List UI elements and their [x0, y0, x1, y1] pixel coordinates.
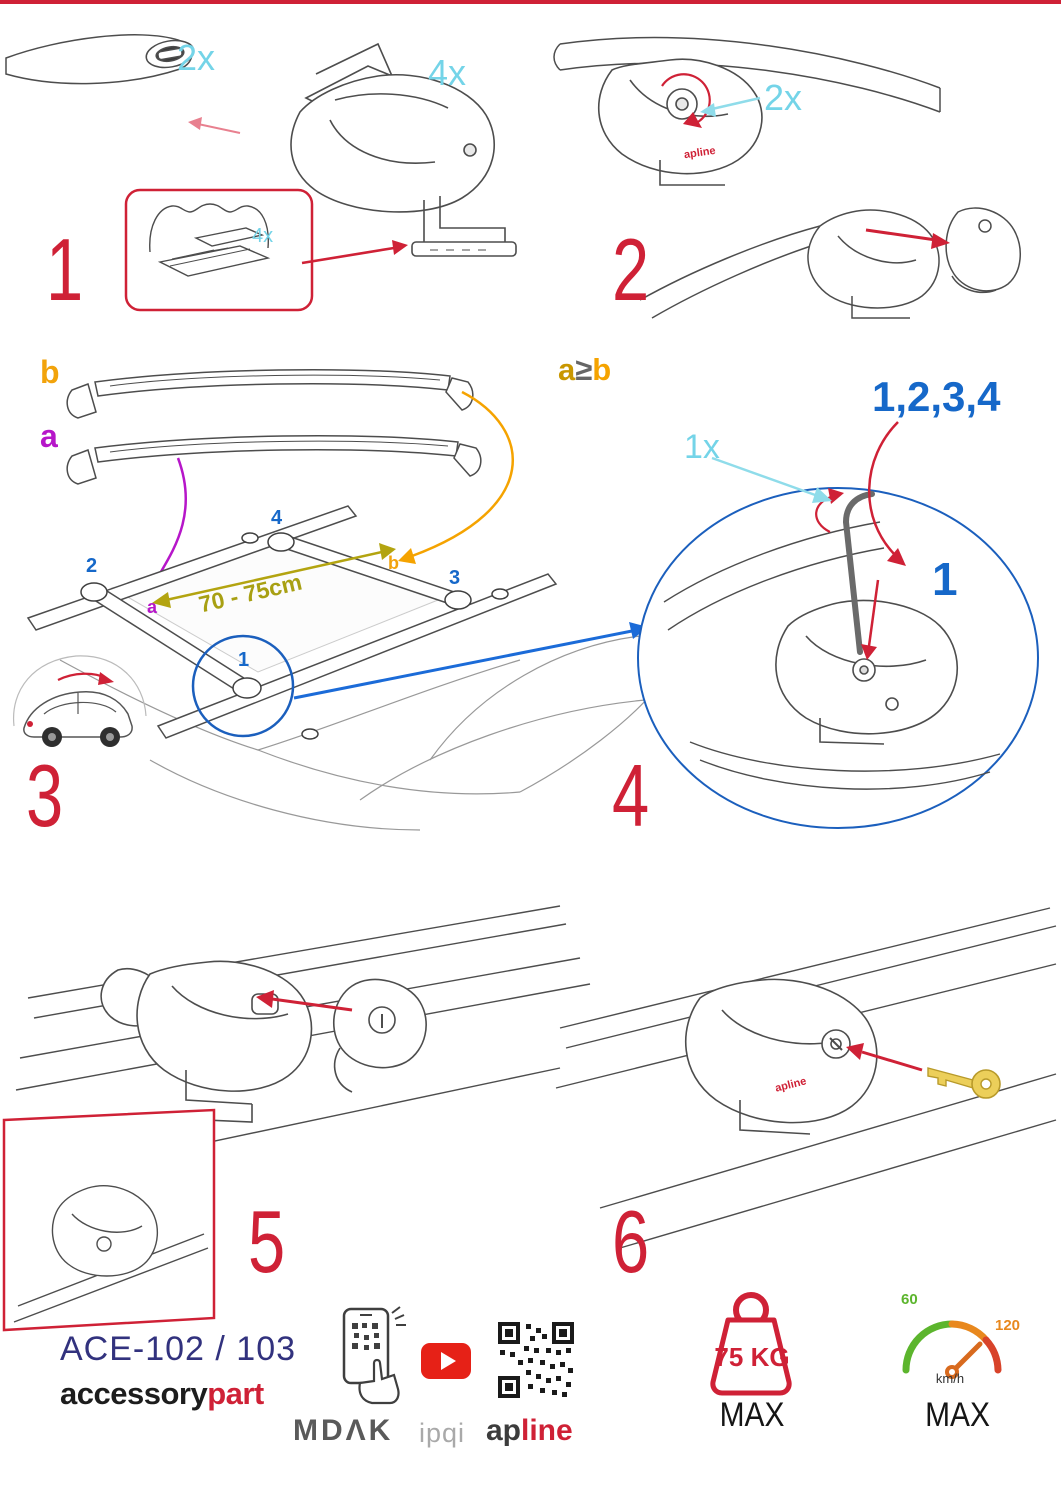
tighten-arrow: [861, 579, 880, 660]
brand-logo: accessorypart: [60, 1378, 264, 1409]
brand-name: accessory: [60, 1376, 208, 1411]
position-label-2: 2: [86, 555, 98, 577]
foot-assembly-drawing: [290, 42, 517, 257]
step5-inset-box: [2, 1108, 216, 1332]
bar-b-label: b: [40, 354, 60, 390]
distance-arrow: [152, 543, 396, 608]
step5-lock-cover-drawing: [332, 978, 427, 1093]
middle-section-drawing: [12, 369, 1039, 831]
youtube-icon: [421, 1343, 471, 1379]
key-drawing: [927, 1067, 1001, 1099]
position-label-4: 4: [271, 507, 283, 529]
speedometer-icon: [902, 1320, 1002, 1379]
max-speed-label: MAX: [925, 1396, 990, 1434]
step2-endcap-drawing: [639, 207, 1021, 319]
qty-label-pads: 4x: [252, 225, 274, 247]
bottom-section-drawing: [2, 905, 1057, 1332]
endcap-pointer-arrow: [188, 117, 241, 134]
qty-label-screws: 2x: [764, 77, 803, 118]
speed-unit-label: km/h: [935, 1371, 965, 1386]
rule-a: a: [558, 352, 576, 387]
roof-bar-b-label: b: [388, 553, 399, 573]
phone-qr-icon: [342, 1306, 406, 1405]
rule-b: b: [592, 352, 612, 387]
speed-low-label: 60: [901, 1291, 918, 1308]
qr-code-icon: [496, 1320, 576, 1400]
ipqi-logo-text: ipqi: [419, 1418, 466, 1448]
rule-a-ge-b: a≥b: [558, 354, 611, 385]
rule-operator: ≥: [575, 352, 593, 387]
step2-bar-foot-drawing: [553, 36, 941, 186]
section-divider-2: [0, 0, 1061, 4]
position-label-3: 3: [449, 567, 461, 589]
speed-high-label: 120: [995, 1317, 1021, 1334]
car-inset-drawing: [12, 655, 147, 747]
brand-suffix: part: [207, 1376, 264, 1411]
apline-suffix: line: [521, 1414, 573, 1447]
step-number-6: 6: [612, 1192, 650, 1291]
bar-b-drawing: [66, 369, 474, 419]
step-number-5: 5: [248, 1192, 286, 1291]
product-model: ACE-102 / 103: [60, 1330, 297, 1368]
qty-label-bar: 2x: [177, 37, 216, 78]
step6-foot-drawing: [684, 978, 878, 1135]
roof-bar-a-label: a: [147, 597, 158, 617]
bar-a-label: a: [40, 418, 58, 454]
step5-foot-drawing: [100, 960, 313, 1123]
pad-inset-box: [124, 188, 408, 312]
roof-drawing: [26, 505, 656, 831]
detail-circle-drawing: [637, 487, 1039, 829]
apline-prefix: ap: [486, 1414, 522, 1447]
step5-insert-arrow: [256, 990, 353, 1012]
allen-key-pointer-arrow: [711, 456, 832, 503]
qty-label-allen-key: 1x: [684, 428, 720, 466]
apline-logo-text: apline: [486, 1416, 573, 1446]
foot1-highlight-circle: [191, 634, 295, 738]
tighten-sequence-label: 1,2,3,4: [872, 373, 1001, 420]
max-weight-value: 75 KG: [714, 1342, 790, 1372]
top-section-drawing: [5, 34, 1021, 319]
step-number-4: 4: [612, 746, 650, 845]
max-weight-icon: [710, 1292, 792, 1396]
crossbar-drawing: [5, 34, 195, 85]
key-insert-arrow: [846, 1043, 923, 1072]
qty-label-foot: 4x: [428, 52, 467, 93]
step-number-1: 1: [46, 220, 84, 319]
sequence-arrow: [867, 421, 906, 566]
bar-b-guide-arrow: [398, 390, 515, 564]
position-label-1: 1: [238, 649, 250, 671]
step-number-3: 3: [26, 746, 64, 845]
step-number-2: 2: [612, 220, 650, 319]
max-weight-label: MAX: [719, 1396, 785, 1434]
mdak-logo-text: MDΛK: [293, 1414, 394, 1447]
first-position-callout: 1: [932, 553, 958, 605]
bar-a-drawing: [66, 435, 482, 485]
